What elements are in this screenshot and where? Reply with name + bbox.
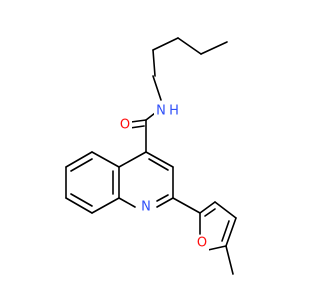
bond-c3-c4-inner [148,158,169,171]
bond-carbonyl-double-a [130,119,147,123]
bond-c5-c6-inner [70,158,93,172]
bond-c2-n1 [156,197,174,208]
bond-lines-main [65,75,237,275]
bond-c7-c8-inner [70,193,93,207]
bond-furan-c4-c3 [214,201,237,219]
atom-labels: O N H N O [118,103,209,251]
bond-c2-to-furan [172,197,201,214]
bond-furan-c4-c5-inner [221,220,230,242]
bond-lines [152,37,228,77]
bond-carbonyl-double-b [129,125,145,129]
atom-hydrogen-amide: H [169,104,179,119]
bond-butyl-4 [152,49,156,77]
bond-c2-n1-inner [156,194,169,202]
atom-oxygen-carbonyl: O [120,118,130,133]
bond-n-to-butyl [152,75,162,101]
atom-nitrogen-quinoline: N [141,200,151,215]
bond-butyl-1 [152,37,179,51]
bond-furan-c2-c3-inner [204,208,216,217]
bond-butyl-3 [200,41,228,55]
bond-c4a-c4 [118,151,147,168]
bond-c4-c3 [145,151,174,168]
bond-n1-c8a [118,197,136,208]
bond-c8-c8a [91,197,120,214]
bond-furan-c3-c2 [199,201,216,214]
atom-oxygen-furan: O [197,236,207,251]
bond-c7-c8 [65,197,93,214]
bond-c5-c6 [65,151,93,168]
bond-furan-o-c5 [207,245,227,251]
bond-furan-methyl [225,245,234,275]
atom-nitrogen-amide: N [156,104,166,119]
molecule-structure: O N H N O [65,37,237,275]
bond-butyl-2 [177,37,202,55]
bond-furan-c5-c4 [225,217,237,247]
bond-c4a-c5 [91,151,120,168]
molecule-canvas: O N H N O [65,37,237,275]
